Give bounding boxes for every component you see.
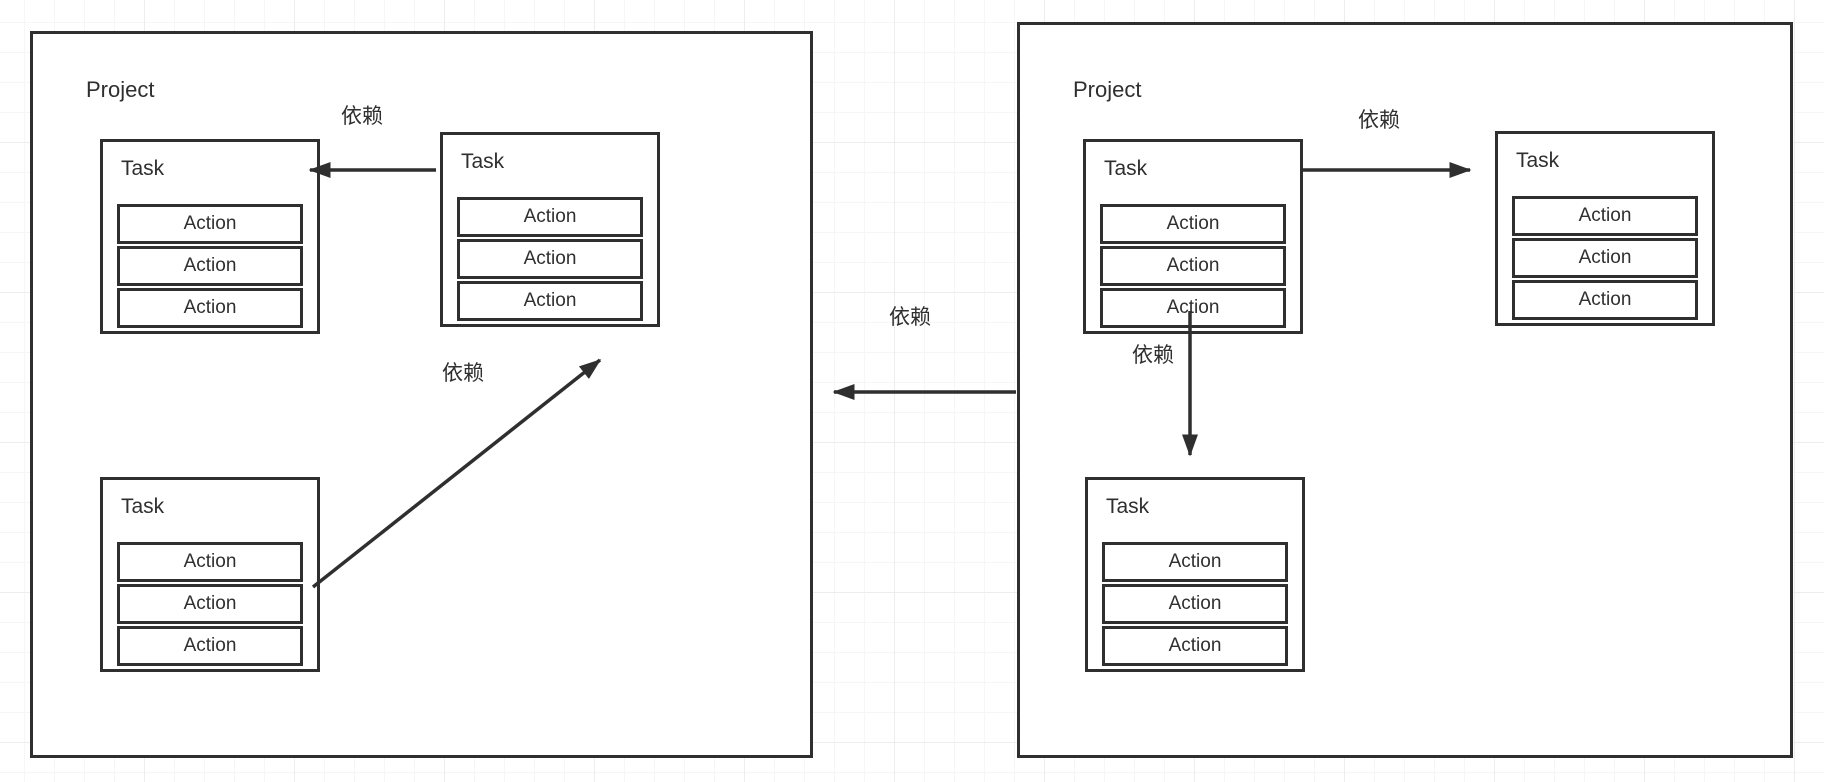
edge-label-left-internal-horizontal: 依赖 <box>341 105 383 128</box>
task-label-left-middle: Task <box>461 150 505 173</box>
action-item[interactable]: Action <box>1100 246 1286 286</box>
action-item[interactable]: Action <box>1102 626 1288 666</box>
task-label-left-top: Task <box>121 157 165 180</box>
task-label-left-bottom: Task <box>121 495 165 518</box>
task-box-right-top-right[interactable]: Task Action Action Action <box>1495 131 1715 326</box>
project-label-left: Project <box>86 77 155 102</box>
task-box-left-top[interactable]: Task Action Action Action <box>100 139 320 334</box>
action-item[interactable]: Action <box>1512 238 1698 278</box>
action-list-right-top-right: Action Action Action <box>1512 196 1698 320</box>
action-list-left-bottom: Action Action Action <box>117 542 303 666</box>
edge-label-left-internal-diagonal: 依赖 <box>442 362 484 385</box>
action-item[interactable]: Action <box>1100 204 1286 244</box>
action-item[interactable]: Action <box>457 281 643 321</box>
project-label-right: Project <box>1073 77 1142 102</box>
action-list-left-top: Action Action Action <box>117 204 303 328</box>
action-item[interactable]: Action <box>117 542 303 582</box>
action-item[interactable]: Action <box>457 197 643 237</box>
action-item[interactable]: Action <box>117 288 303 328</box>
task-box-left-bottom[interactable]: Task Action Action Action <box>100 477 320 672</box>
task-label-right-bottom: Task <box>1106 495 1150 518</box>
action-item[interactable]: Action <box>1512 196 1698 236</box>
action-item[interactable]: Action <box>1102 584 1288 624</box>
task-box-left-middle[interactable]: Task Action Action Action <box>440 132 660 327</box>
action-item[interactable]: Action <box>1102 542 1288 582</box>
action-list-right-top-left: Action Action Action <box>1100 204 1286 328</box>
action-item[interactable]: Action <box>1100 288 1286 328</box>
action-item[interactable]: Action <box>117 626 303 666</box>
task-label-right-top-right: Task <box>1516 149 1560 172</box>
project-box-right[interactable]: Project Task Action Action Action Task A… <box>1017 22 1793 758</box>
edge-label-right-internal-vertical: 依赖 <box>1132 344 1174 367</box>
task-label-right-top-left: Task <box>1104 157 1148 180</box>
edge-label-cross-project: 依赖 <box>889 306 931 329</box>
action-item[interactable]: Action <box>117 584 303 624</box>
task-box-right-top-left[interactable]: Task Action Action Action <box>1083 139 1303 334</box>
action-item[interactable]: Action <box>457 239 643 279</box>
action-item[interactable]: Action <box>1512 280 1698 320</box>
action-list-right-bottom: Action Action Action <box>1102 542 1288 666</box>
action-list-left-middle: Action Action Action <box>457 197 643 321</box>
action-item[interactable]: Action <box>117 204 303 244</box>
task-box-right-bottom[interactable]: Task Action Action Action <box>1085 477 1305 672</box>
action-item[interactable]: Action <box>117 246 303 286</box>
edge-label-right-internal-horizontal: 依赖 <box>1358 109 1400 132</box>
project-box-left[interactable]: Project Task Action Action Action Task A… <box>30 31 813 758</box>
